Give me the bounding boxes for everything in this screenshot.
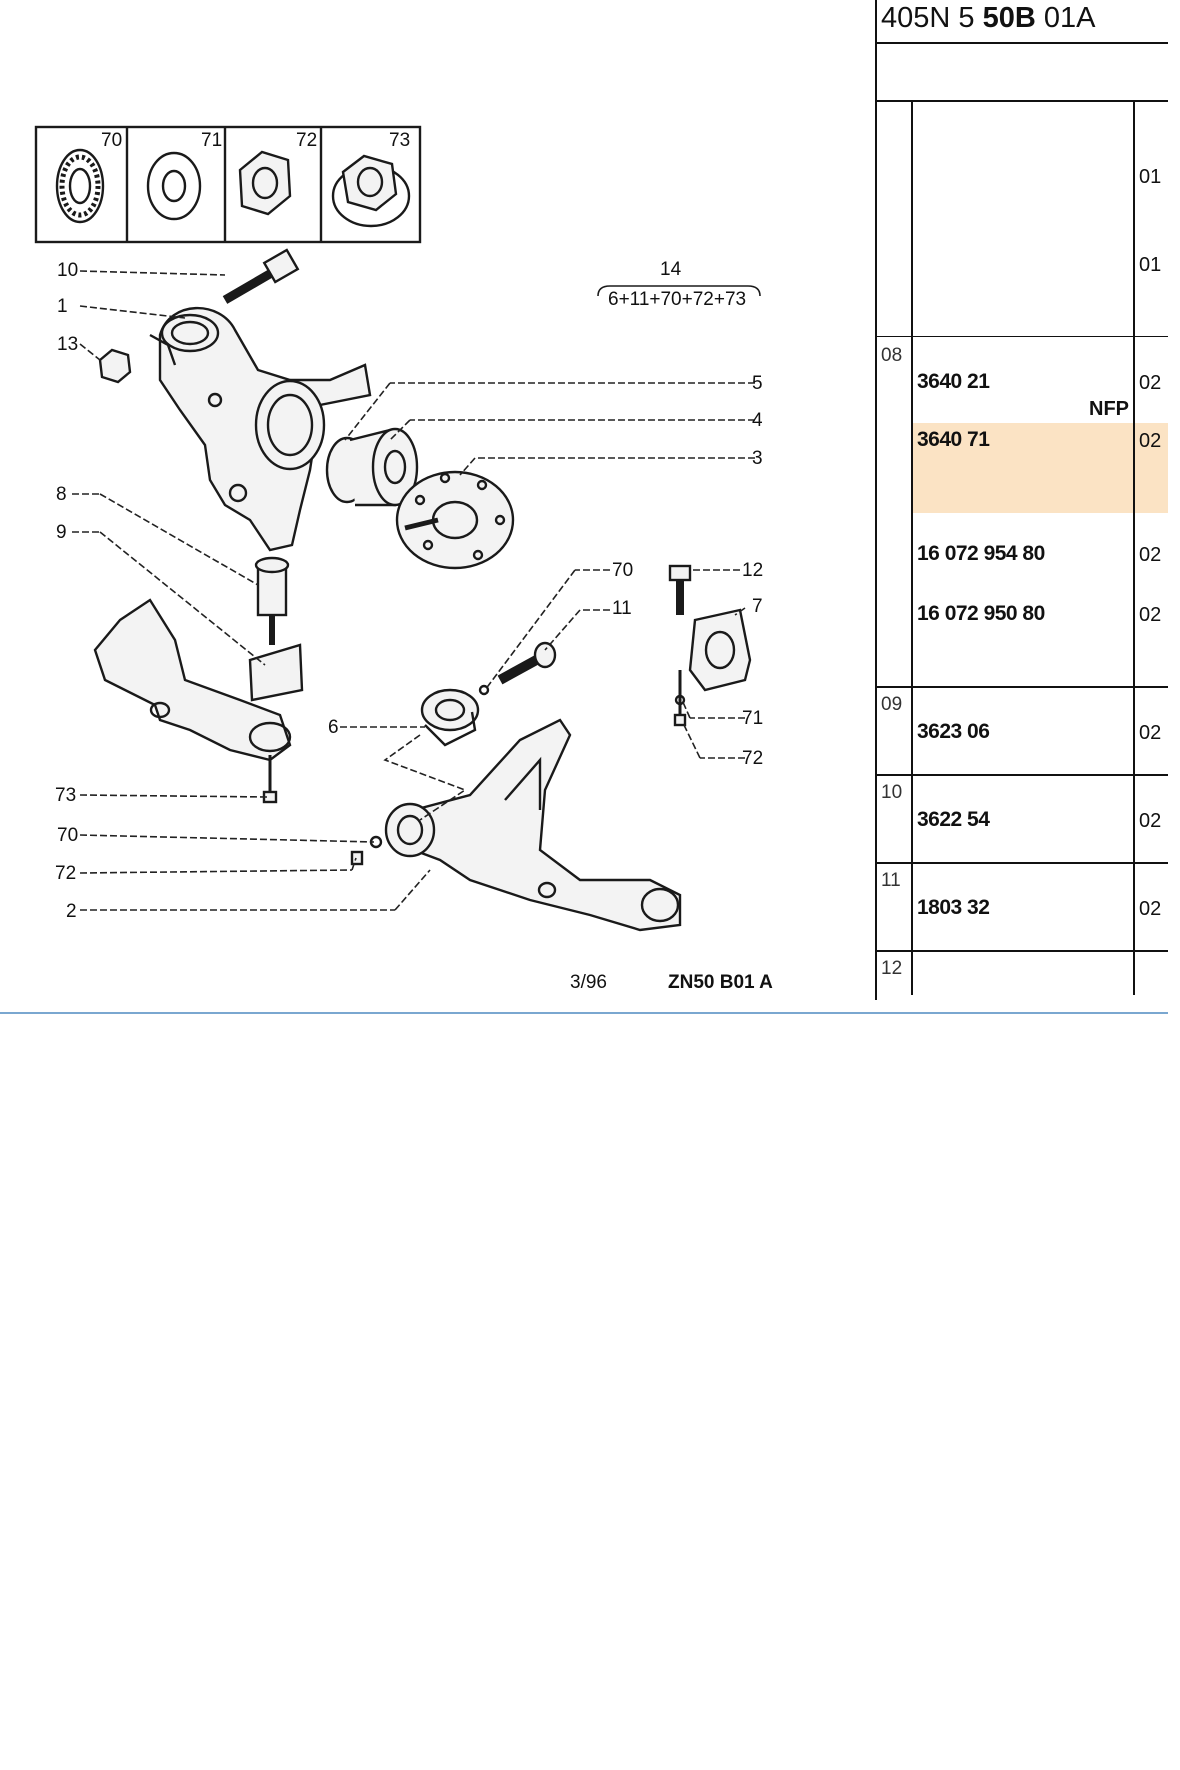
highlighted-row [911, 423, 1168, 513]
nfp-note: NFP [1089, 398, 1129, 420]
row-index: 12 [881, 958, 903, 979]
part-number[interactable]: 3640 71 [917, 428, 990, 451]
serrated-washer-icon [55, 148, 105, 224]
wheel-bearing [325, 427, 419, 507]
part-number[interactable]: 3640 21 [917, 370, 990, 393]
reference-bold: 50B [982, 2, 1036, 34]
callout-number: 7 [752, 596, 763, 617]
part-number[interactable]: 16 072 950 80 [917, 602, 1045, 625]
quantity: 02 [1139, 372, 1162, 394]
table-divider [875, 686, 1168, 688]
reference-prefix: 405N 5 [881, 2, 983, 34]
callout-number: 13 [57, 334, 78, 355]
callout-number: 70 [57, 825, 78, 846]
quantity: 02 [1139, 810, 1162, 832]
callout-number: 9 [56, 522, 67, 543]
part-number[interactable]: 16 072 954 80 [917, 542, 1045, 565]
quantity: 02 [1139, 430, 1162, 452]
quantity: 02 [1139, 722, 1162, 744]
callout-number: 11 [612, 598, 632, 619]
callout-number: 1 [57, 296, 68, 317]
callout-number: 72 [742, 748, 763, 769]
anti-roll-arm [93, 598, 292, 804]
row-index: 09 [881, 694, 903, 715]
header-code: 01 [1139, 254, 1162, 276]
reference-title: 405N 5 50B 01A [881, 2, 1095, 35]
diagram-code: ZN50 B01 A [668, 972, 773, 993]
table-border [875, 0, 877, 1000]
callout-number: 72 [55, 863, 76, 884]
part-number[interactable]: 3622 54 [917, 808, 990, 831]
callout-number: 73 [55, 785, 76, 806]
bush [420, 688, 480, 747]
callout-number: 10 [57, 260, 78, 281]
clamp [248, 643, 304, 702]
callout-number: 4 [752, 410, 763, 431]
table-divider [875, 774, 1168, 776]
row-index: 08 [881, 345, 903, 366]
lower-wishbone [350, 718, 682, 932]
diagram-date: 3/96 [570, 972, 607, 993]
reference-suffix: 01A [1035, 2, 1096, 34]
callout-number: 71 [742, 708, 763, 729]
quantity: 02 [1139, 898, 1162, 920]
inset-number: 70 [101, 130, 122, 151]
parts-table: 405N 5 50B 01A 01 01 08 3640 21 02 NFP 3… [875, 0, 1168, 1010]
plain-washer-icon [146, 151, 202, 221]
row-index: 11 [881, 870, 901, 891]
table-divider [875, 336, 1168, 337]
bolt [478, 641, 557, 696]
callout-number: 8 [56, 484, 67, 505]
wheel-hub [395, 470, 515, 570]
hex-nut-icon [238, 150, 292, 216]
table-divider [875, 950, 1168, 952]
callout-number: 5 [752, 373, 763, 394]
table-divider [1133, 100, 1135, 995]
table-divider [875, 42, 1168, 44]
callout-number: 70 [612, 560, 633, 581]
bar-clamp [668, 564, 752, 727]
steering-knuckle [149, 306, 372, 552]
callout-number: 6 [328, 717, 339, 738]
ball-joint [254, 556, 290, 645]
part-number[interactable]: 1803 32 [917, 896, 990, 919]
kit-composition: 6+11+70+72+73 [608, 289, 746, 310]
inset-number: 73 [389, 130, 410, 151]
quantity: 02 [1139, 544, 1162, 566]
inset-number: 71 [201, 130, 222, 151]
fastener-inset: 70 71 72 73 [34, 125, 422, 244]
page-bottom-rule [0, 1012, 1168, 1014]
table-divider [875, 862, 1168, 864]
table-divider [875, 100, 1168, 102]
quantity: 02 [1139, 604, 1162, 626]
leader-lines [72, 270, 755, 911]
kit-number: 14 [660, 259, 682, 280]
nut [98, 348, 132, 384]
bolt [222, 248, 300, 304]
part-number[interactable]: 3623 06 [917, 720, 990, 743]
callout-number: 2 [66, 901, 77, 922]
callout-number: 12 [742, 560, 763, 581]
callout-number: 3 [752, 448, 763, 469]
row-index: 10 [881, 782, 903, 803]
table-divider [911, 100, 913, 995]
exploded-parts-diagram: 70 71 72 73 14 6+11+70+72+73 [34, 125, 773, 993]
header-code: 01 [1139, 166, 1162, 188]
inset-number: 72 [296, 130, 317, 151]
